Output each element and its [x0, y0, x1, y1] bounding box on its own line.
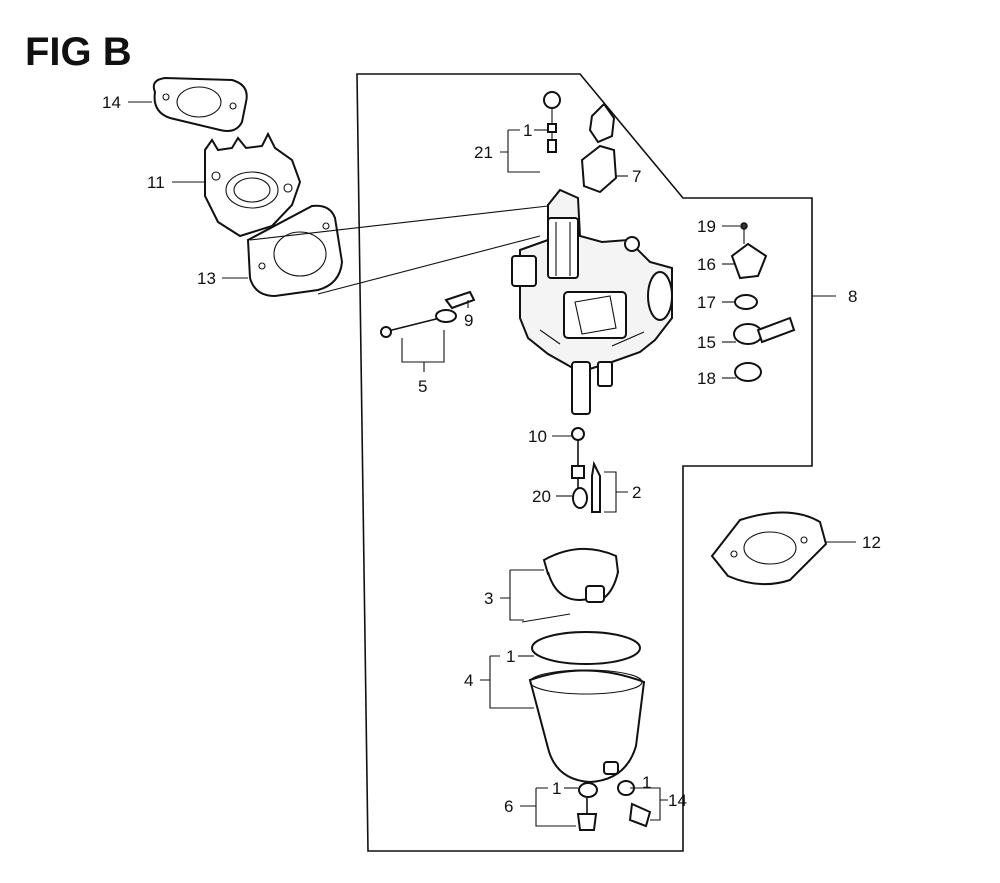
gasket-right — [710, 511, 828, 586]
callout-11: 11 — [147, 173, 165, 192]
assembly-boundary — [356, 73, 813, 852]
float — [521, 547, 620, 623]
gasket-insulator — [246, 204, 344, 298]
main-jet-assembly — [571, 427, 601, 513]
callout-14-top: 14 — [102, 93, 121, 112]
callout-1-bowl: 1 — [506, 647, 515, 666]
callout-1-drain-b: 1 — [642, 773, 651, 792]
figure-title: FIG B — [25, 30, 132, 74]
callout-5: 5 — [418, 377, 427, 396]
callout-6: 6 — [504, 797, 513, 816]
callout-21: 21 — [474, 143, 493, 162]
right-side-parts — [730, 222, 796, 382]
callout-19: 19 — [697, 217, 716, 236]
callout-8: 8 — [848, 287, 857, 306]
callout-13: 13 — [197, 269, 216, 288]
callout-4-left: 4 — [464, 671, 473, 690]
float-bowl — [528, 631, 646, 784]
carburetor-body — [511, 188, 673, 415]
leader-lines — [128, 101, 856, 827]
choke-lever — [580, 102, 618, 194]
alignment-line-upper — [249, 205, 549, 241]
callout-14-drain: 14 — [668, 791, 687, 810]
callout-17: 17 — [697, 293, 716, 312]
callout-18: 18 — [697, 369, 716, 388]
callout-1-top: 1 — [523, 121, 532, 140]
insulator-block — [204, 131, 302, 238]
gasket-top — [152, 76, 248, 132]
alignment-line-lower — [317, 235, 541, 295]
callout-7: 7 — [632, 167, 641, 186]
callout-15: 15 — [697, 333, 716, 352]
callout-10: 10 — [528, 427, 547, 446]
top-screw-assembly — [543, 91, 561, 153]
callout-3: 3 — [484, 589, 493, 608]
callout-2: 2 — [632, 483, 641, 502]
callout-9: 9 — [464, 311, 473, 330]
throttle-stop-screw — [380, 290, 476, 338]
callout-16: 16 — [697, 255, 716, 274]
callout-20: 20 — [532, 487, 551, 506]
callout-12: 12 — [862, 533, 881, 552]
callout-1-drain-a: 1 — [552, 779, 561, 798]
